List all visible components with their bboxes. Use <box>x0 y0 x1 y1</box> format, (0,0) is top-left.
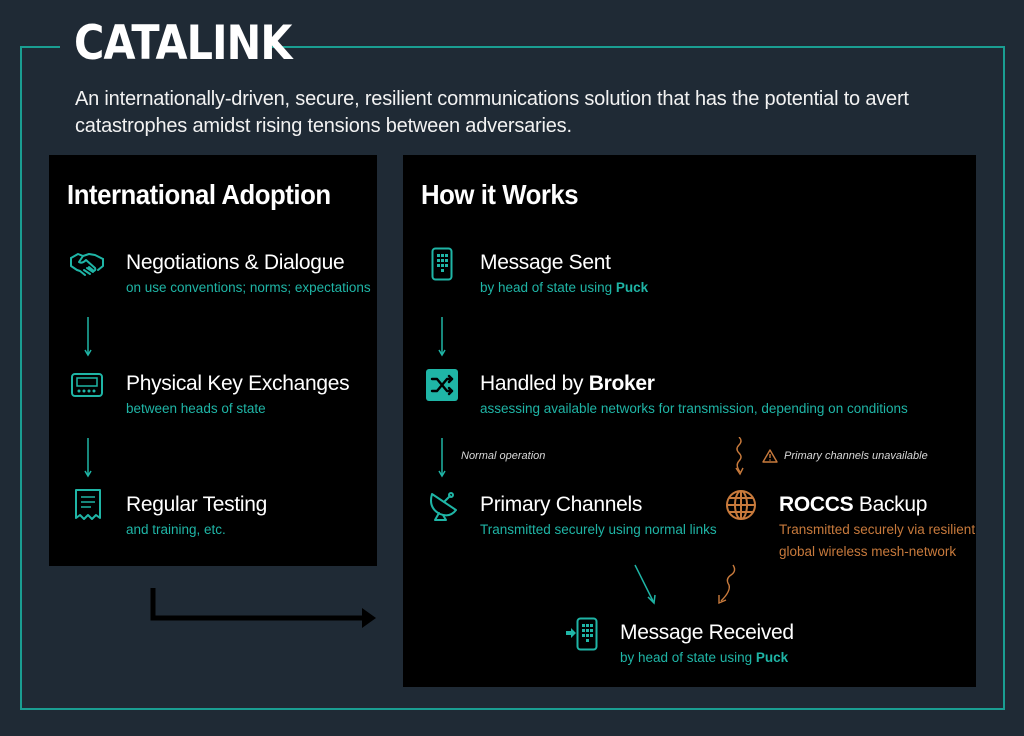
squiggle-arrow-icon <box>735 437 744 476</box>
phone-receive-icon <box>566 617 598 651</box>
roccs-backup-title: ROCCS Backup <box>779 493 928 516</box>
handshake-icon <box>70 253 104 276</box>
step-testing-sub: and training, etc. <box>126 522 226 537</box>
note-primary-unavailable: Primary channels unavailable <box>784 450 928 462</box>
down-arrow-icon <box>438 317 446 357</box>
phone-icon <box>431 247 453 281</box>
roccs-backup-sub-1: Transmitted securely via resilient <box>779 522 976 537</box>
key-device-icon <box>71 373 103 397</box>
how-it-works-panel: How it Works Message Sent by head of sta… <box>403 155 976 687</box>
step-negotiations-title: Negotiations & Dialogue <box>126 251 345 274</box>
adoption-title: International Adoption <box>67 179 331 210</box>
message-sent-title: Message Sent <box>480 251 611 274</box>
panel-connector-arrow <box>150 588 376 628</box>
shuffle-icon <box>426 369 458 401</box>
globe-icon <box>726 490 756 520</box>
note-normal-operation: Normal operation <box>461 450 546 462</box>
international-adoption-panel: International Adoption Negotiations & Di… <box>49 155 377 566</box>
diagonal-arrow-icon <box>634 564 656 605</box>
down-arrow-icon <box>84 438 92 478</box>
step-key-exchange-title: Physical Key Exchanges <box>126 372 350 395</box>
primary-channels-sub: Transmitted securely using normal links <box>480 522 717 537</box>
broker-title: Handled by Broker <box>480 372 655 395</box>
diagonal-squiggle-arrow-icon <box>718 564 736 605</box>
satellite-dish-icon <box>430 492 457 521</box>
broker-sub: assessing available networks for transmi… <box>480 401 908 416</box>
down-arrow-icon <box>438 438 446 478</box>
page-subtitle: An internationally-driven, secure, resil… <box>75 88 909 137</box>
how-title: How it Works <box>421 179 579 210</box>
message-sent-sub: by head of state using Puck <box>480 280 649 295</box>
message-received-title: Message Received <box>620 621 794 644</box>
receipt-icon <box>75 489 101 520</box>
down-arrow-icon <box>84 317 92 357</box>
step-negotiations-sub: on use conventions; norms; expectations <box>126 280 371 295</box>
warning-icon <box>762 449 778 463</box>
message-received-sub: by head of state using Puck <box>620 650 789 665</box>
outer-frame <box>20 46 1005 710</box>
page-title: CATALINK <box>74 16 292 71</box>
roccs-backup-sub-2: global wireless mesh-network <box>779 544 957 559</box>
step-key-exchange-sub: between heads of state <box>126 401 266 416</box>
step-testing-title: Regular Testing <box>126 493 268 516</box>
title-backdrop <box>60 18 268 78</box>
primary-channels-title: Primary Channels <box>480 493 643 516</box>
